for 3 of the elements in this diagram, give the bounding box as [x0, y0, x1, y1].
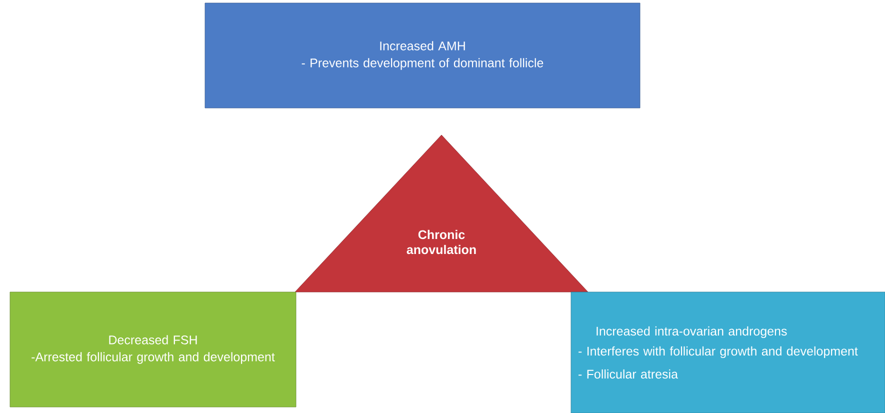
text-box: Increased intra-ovarian androgens - Interferes with follicular growth and development - Follicular atresia — [570, 292, 885, 413]
text-box: Decreased FSH -Arrested follicular growth and development — [10, 292, 296, 408]
text-box: Increased AMH - Prevents development of dominant follicle — [204, 2, 640, 108]
